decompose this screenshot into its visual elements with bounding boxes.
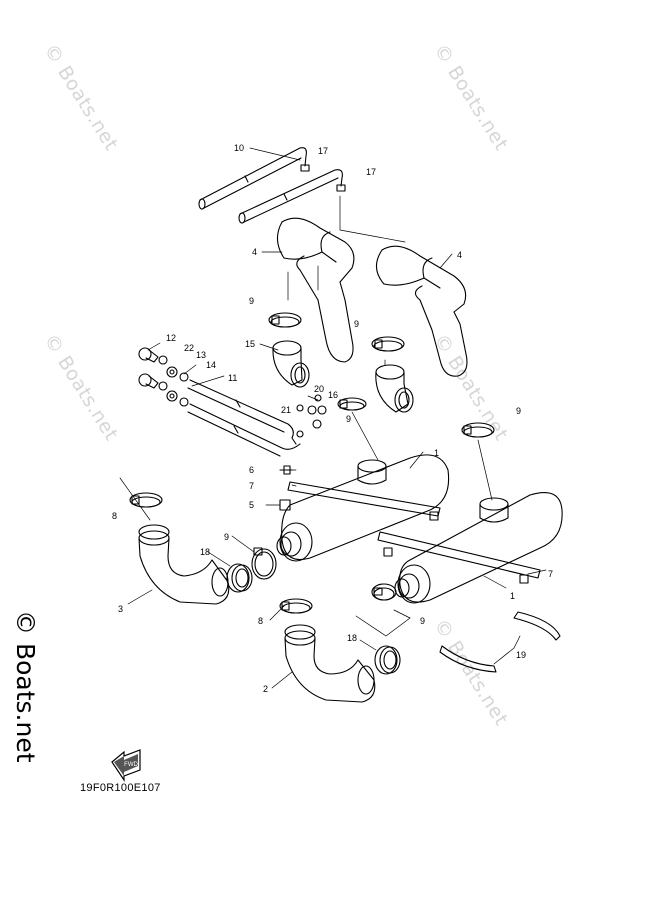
callout-label: 7 <box>249 481 254 491</box>
callout-label: 9 <box>354 319 359 329</box>
callout-label: 8 <box>258 616 263 626</box>
part-12-fitting <box>138 347 159 389</box>
callout-label: 18 <box>200 547 210 557</box>
part-11-water-tube <box>187 379 322 457</box>
diagram-code: 19F0R100E107 <box>80 782 161 794</box>
part-8-clamp <box>279 598 313 614</box>
part-10-hose <box>198 147 307 210</box>
callout-label: 13 <box>196 350 206 360</box>
callout-label: 16 <box>328 390 338 400</box>
callout-label: 8 <box>112 511 117 521</box>
part-1-muffler <box>276 454 450 562</box>
callout-label: 19 <box>516 650 526 660</box>
part-18-rubber-ring <box>374 645 401 675</box>
callout-label: 10 <box>234 143 244 153</box>
part-7-band <box>287 481 541 584</box>
part-2-exhaust-pipe <box>284 624 376 703</box>
callout-label: 6 <box>249 465 254 475</box>
callout-label: 7 <box>548 569 553 579</box>
part-9-clamp <box>371 336 405 352</box>
callout-label: 2 <box>263 684 268 694</box>
front-arrow-label: FWD <box>124 762 138 768</box>
part-8-clamp <box>129 492 163 508</box>
part-9-clamp <box>371 583 397 601</box>
part-19-protector-strip <box>439 611 561 673</box>
part-15-elbow <box>272 340 310 388</box>
callout-labels: 10 17 17 4 4 9 9 12 22 13 14 15 11 20 16… <box>112 143 553 694</box>
part-3-exhaust-pipe <box>138 524 230 605</box>
front-direction-arrow-icon: FWD <box>111 749 141 782</box>
callout-label: 9 <box>420 616 425 626</box>
callout-label: 22 <box>184 343 194 353</box>
part-9-clamp <box>461 422 495 438</box>
callout-label: 20 <box>314 384 324 394</box>
callout-label: 9 <box>516 406 521 416</box>
callout-label: 1 <box>510 591 515 601</box>
callout-label: 18 <box>347 633 357 643</box>
callout-label: 9 <box>224 532 229 542</box>
part-13-nut <box>166 366 178 402</box>
callout-label: 3 <box>118 604 123 614</box>
part-20-fitting <box>307 394 327 415</box>
callout-label: 17 <box>318 146 328 156</box>
part-22-gasket <box>158 355 168 391</box>
callout-label: 5 <box>249 500 254 510</box>
part-4-exhaust-hose <box>375 245 468 377</box>
callout-label: 21 <box>281 405 291 415</box>
part-1-muffler <box>394 492 563 604</box>
part-16-clamp <box>337 397 367 411</box>
part-21-washer <box>296 404 304 412</box>
callout-label: 11 <box>228 373 237 383</box>
callout-label: 9 <box>249 296 254 306</box>
callout-label: 15 <box>245 339 255 349</box>
part-17-connector <box>238 164 346 224</box>
part-15-elbow <box>375 364 414 413</box>
part-9-clamp <box>251 547 277 580</box>
callout-label: 12 <box>166 333 176 343</box>
callout-label: 4 <box>252 247 257 257</box>
callout-label: 17 <box>366 167 376 177</box>
part-18-rubber-ring <box>226 563 253 593</box>
callout-label: 4 <box>457 250 462 260</box>
callout-label: 14 <box>206 360 216 370</box>
part-9-clamp <box>268 312 302 328</box>
callout-label: 1 <box>434 448 439 458</box>
part-4-exhaust-hose <box>276 217 355 363</box>
callout-label: 9 <box>346 414 351 424</box>
part-14-washer <box>179 372 189 407</box>
